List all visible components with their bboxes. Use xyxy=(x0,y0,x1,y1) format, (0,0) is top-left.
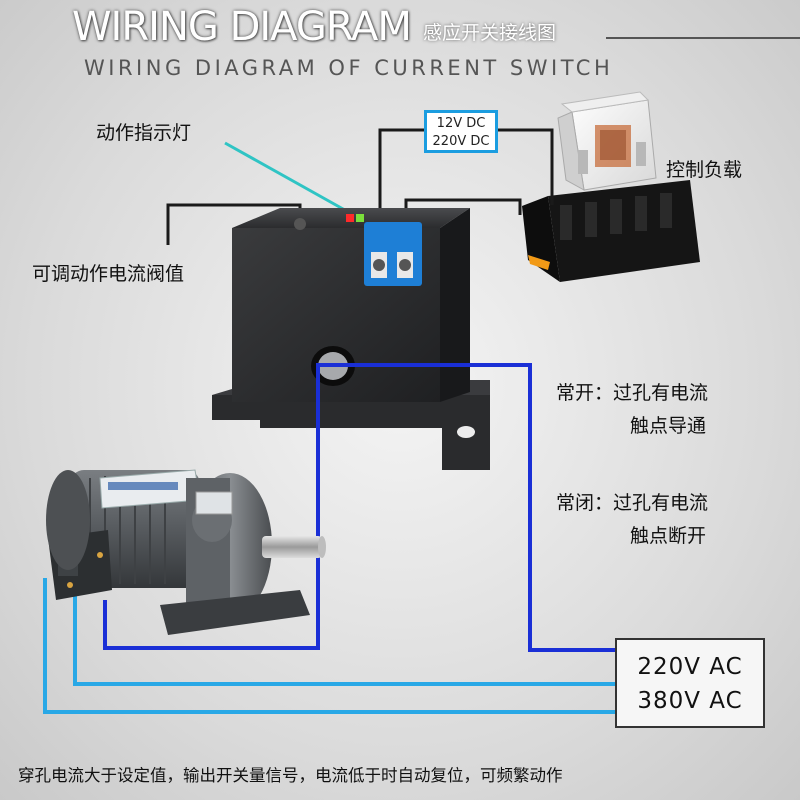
normally-closed-label: 常闭：过孔有电流 xyxy=(556,492,709,514)
footer-note: 穿孔电流大于设定值，输出开关量信号，电流低于时自动复位，可频繁动作 xyxy=(18,766,563,785)
ac-voltage-line1: 220V AC xyxy=(637,654,743,680)
wire-ac-mid xyxy=(73,590,615,686)
normally-closed-note: 触点断开 xyxy=(630,525,707,547)
relay-module xyxy=(557,91,657,191)
wire-ac-bottom xyxy=(43,578,615,714)
indicator-led-green xyxy=(356,214,364,222)
indicator-pointer-line xyxy=(224,141,353,216)
diagram-subtitle: WIRING DIAGRAM OF CURRENT SWITCH xyxy=(84,56,614,80)
ac-voltage-box: 220V AC 380V AC xyxy=(615,638,765,728)
wire-through-hole xyxy=(103,363,333,650)
dc-voltage-line1: 12V DC xyxy=(436,116,486,131)
wire-dc-left xyxy=(378,128,424,235)
wire-dc-right xyxy=(498,128,554,205)
indicator-led-red xyxy=(346,214,354,222)
title-underline xyxy=(606,37,800,39)
wire-to-ac-top xyxy=(333,363,615,652)
relay-socket xyxy=(522,180,700,282)
control-load-label: 控制负载 xyxy=(666,159,743,181)
dc-voltage-box: 12V DC 220V DC xyxy=(424,110,498,153)
adjust-potentiometer xyxy=(294,218,306,230)
threshold-adjust-label: 可调动作电流阀值 xyxy=(32,263,185,285)
current-switch-sensor xyxy=(212,208,490,470)
normally-open-note: 触点导通 xyxy=(630,415,707,437)
gear-motor xyxy=(46,469,326,635)
normally-open-label: 常开：过孔有电流 xyxy=(556,382,709,404)
mount-hole xyxy=(457,426,475,438)
ac-voltage-line2: 380V AC xyxy=(637,688,743,714)
diagram-title-chinese: 感应开关接线图 xyxy=(423,22,557,44)
dc-voltage-line2: 220V DC xyxy=(432,134,490,149)
motor-wires xyxy=(43,363,615,714)
diagram-title: WIRING DIAGRAM xyxy=(72,4,412,50)
indicator-light-label: 动作指示灯 xyxy=(96,122,192,144)
